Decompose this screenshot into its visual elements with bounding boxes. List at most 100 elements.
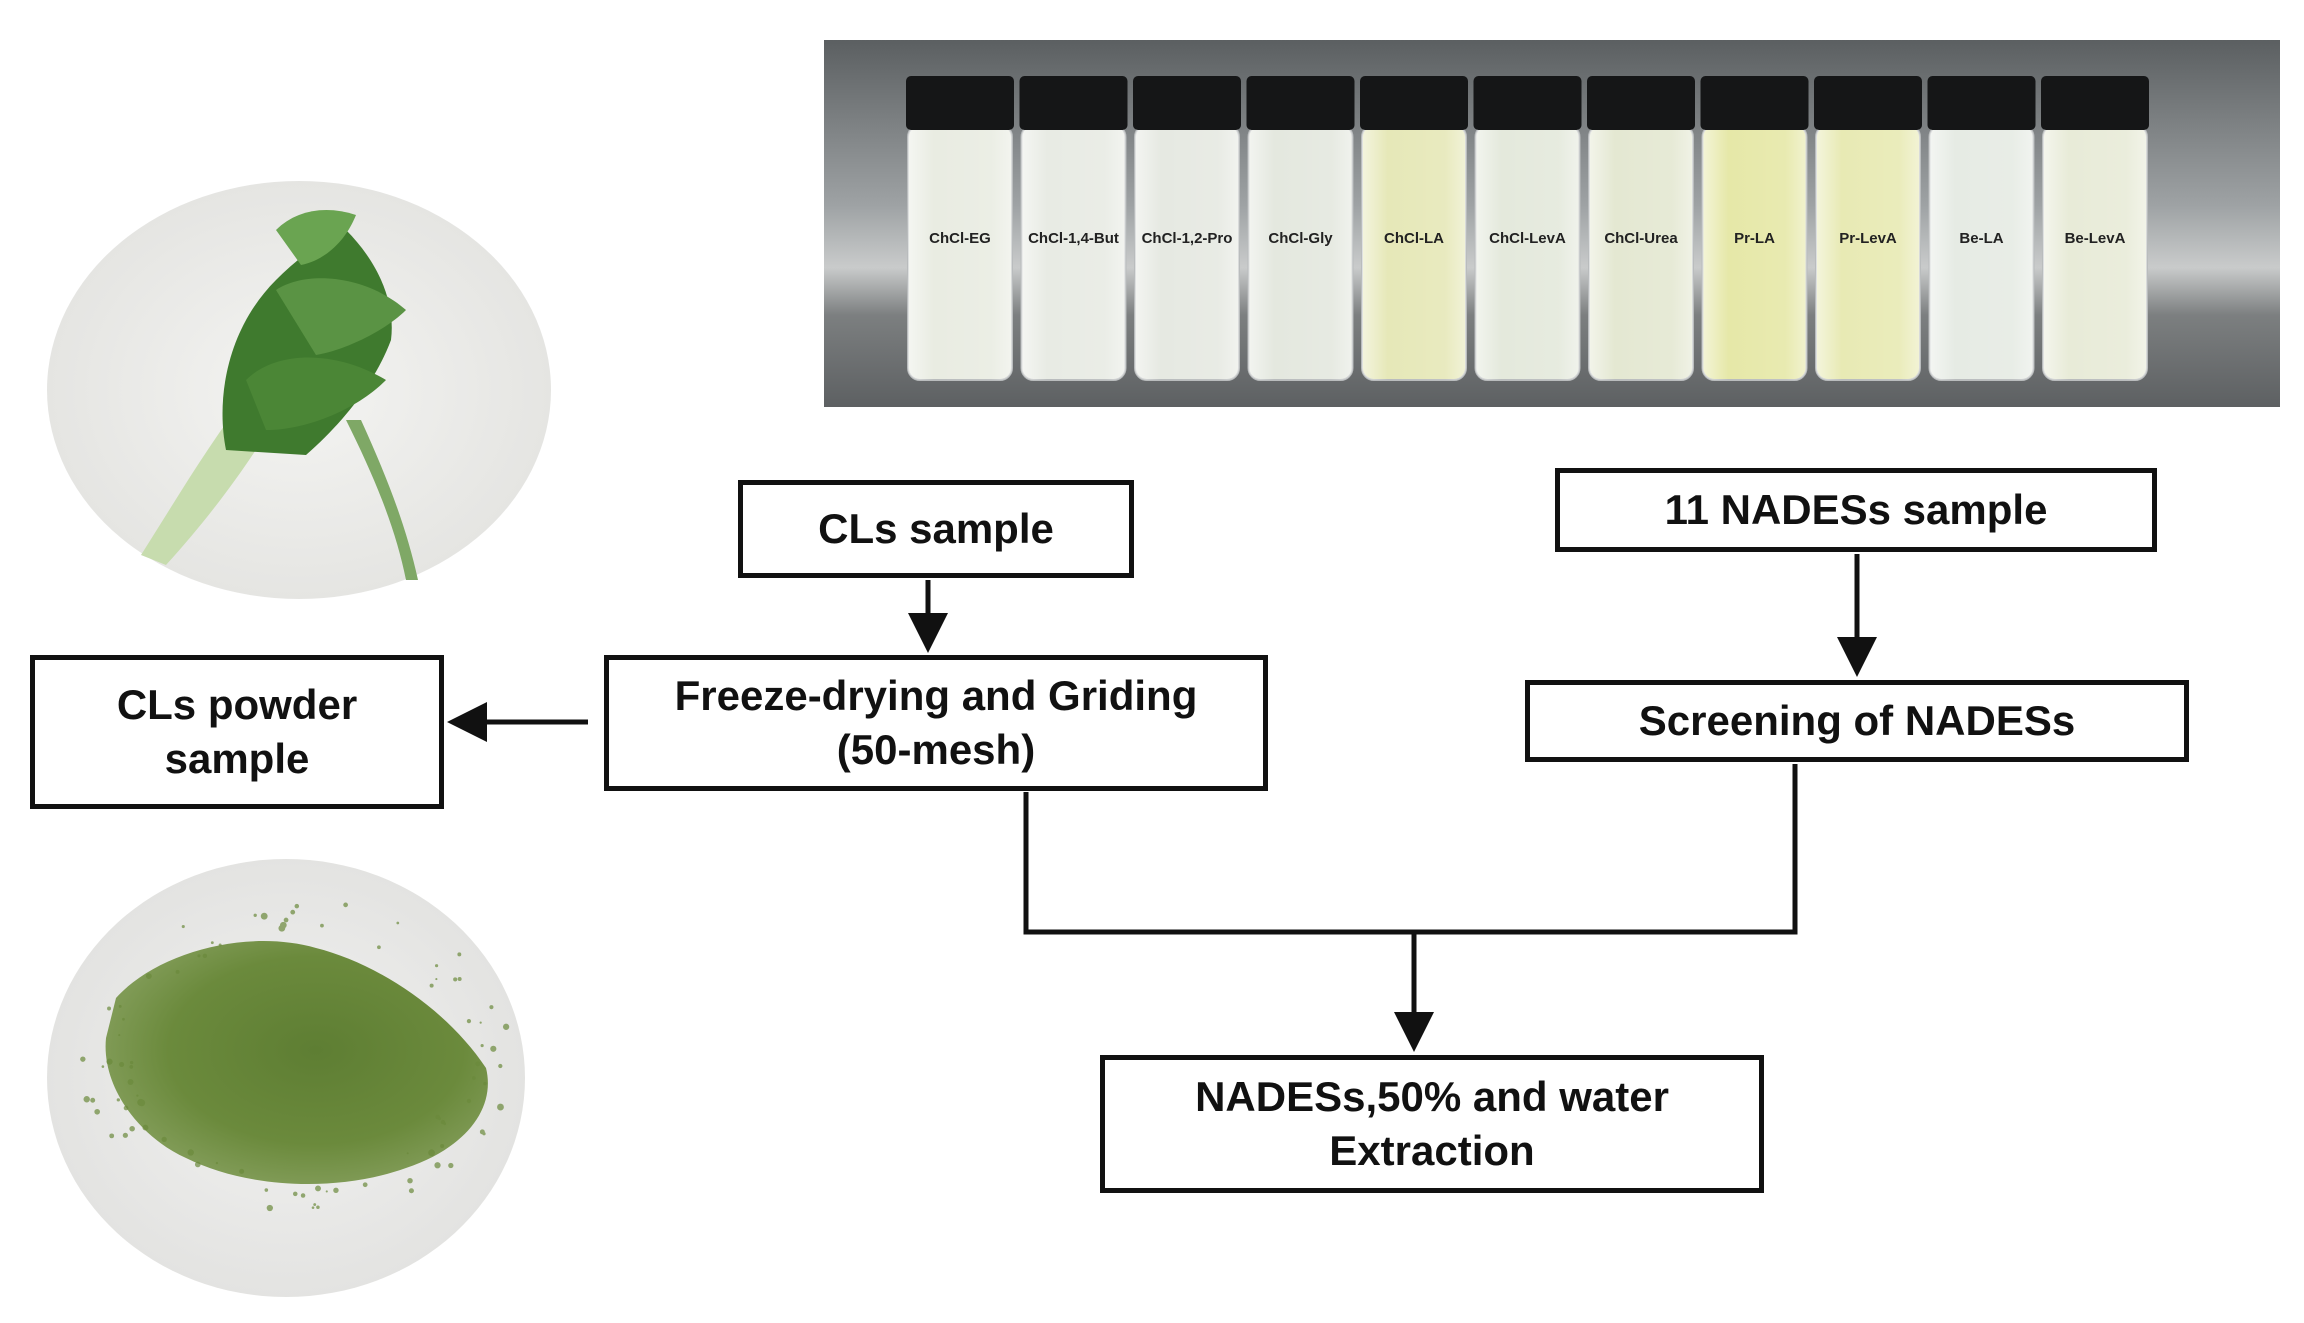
powder-pile [105, 941, 488, 1185]
powder-speck [119, 1061, 125, 1067]
powder-speck [497, 1103, 504, 1111]
vial-glass-highlight [1362, 125, 1466, 380]
powder-speck [407, 1177, 413, 1184]
powder-speck [448, 1162, 454, 1169]
powder-speck [435, 978, 438, 981]
powder-speck [94, 1108, 100, 1115]
vial-cap [1360, 76, 1468, 130]
freeze-drying-label-line2: (50-mesh) [836, 726, 1036, 773]
screening-label: Screening of NADESs [1638, 697, 2076, 745]
powder-speck [408, 1188, 414, 1194]
powder-speck [106, 1058, 113, 1065]
powder-speck [290, 909, 296, 915]
powder-speck [343, 902, 348, 908]
vial: Pr-LA [1700, 76, 1809, 381]
powder-speck [482, 1132, 486, 1136]
powder-speck [466, 1098, 472, 1104]
extraction-label-line1: NADESs,50% and water [1195, 1073, 1669, 1121]
powder-speck [434, 1162, 441, 1169]
powder-speck [138, 1099, 146, 1107]
vial-label: Be-LA [1959, 230, 2003, 247]
powder-speck [253, 913, 257, 917]
powder-speck [438, 1117, 441, 1121]
vial-glass-highlight [1021, 125, 1126, 380]
powder-speck [202, 953, 208, 959]
powder-speck [80, 1056, 86, 1062]
vial-glass-highlight [1589, 125, 1693, 380]
powder-speck [109, 1133, 115, 1139]
powder-speck [443, 1122, 447, 1126]
powder-speck [129, 1060, 134, 1065]
powder-speck [161, 1136, 167, 1143]
vial-label: ChCl-LA [1384, 230, 1444, 247]
connector-screening-branch [1414, 764, 1798, 935]
powder-speck [260, 912, 268, 920]
vial-label: Pr-LevA [1839, 230, 1897, 247]
freeze-drying-label-line1: Freeze-drying and Griding [674, 672, 1198, 720]
vial-glass-highlight [1135, 125, 1239, 380]
powder-speck [493, 1047, 497, 1051]
powder-speck [362, 1182, 368, 1188]
powder-speck [480, 1043, 484, 1048]
extraction-label-line2: Extraction [1329, 1127, 1535, 1174]
powder-speck [294, 903, 300, 909]
vial-cap [1927, 76, 2036, 130]
vial-cap [1019, 76, 1128, 130]
powder-speck [315, 1185, 321, 1192]
powder-speck [197, 954, 201, 958]
vial-cap [906, 76, 1014, 130]
vial-cap [1246, 76, 1355, 130]
vial-label: Pr-LA [1734, 230, 1775, 247]
powder-speck [471, 1076, 476, 1080]
powder-speck [325, 1190, 328, 1193]
cls-powder-label-line2: sample [164, 735, 310, 782]
powder-speck [187, 1149, 194, 1156]
powder-speck [377, 945, 381, 950]
vial: ChCl-1,4-But [1019, 76, 1128, 381]
powder-speck [434, 964, 439, 968]
vial: ChCl-EG [906, 76, 1014, 381]
powder-speck [333, 1187, 339, 1194]
leaf-shape [141, 210, 418, 580]
powder-speck [118, 1034, 121, 1037]
vial-cap [1587, 76, 1695, 130]
vial-label: Be-LevA [2065, 230, 2126, 247]
powder-speck [313, 1203, 317, 1206]
powder-speck [457, 977, 462, 981]
vial: Pr-LevA [1814, 76, 1922, 381]
powder-speck [136, 1094, 139, 1097]
vial-label: ChCl-Gly [1268, 230, 1333, 247]
vial-cap [1473, 76, 1582, 130]
powder-speck [210, 941, 214, 945]
cls-powder-sample-box: CLs powder sample [30, 655, 444, 809]
nadess-sample-label: 11 NADESs sample [1664, 486, 2048, 534]
powder-speck [283, 917, 289, 923]
vial-cap [1133, 76, 1241, 130]
powder-speck [239, 1168, 245, 1174]
powder-speck [396, 921, 400, 925]
powder-speck [498, 1063, 503, 1069]
powder-speck [406, 1152, 409, 1155]
powder-speck [311, 1206, 315, 1210]
powder-speck [107, 1006, 112, 1011]
powder-speck [453, 977, 458, 982]
powder-speck [266, 1204, 273, 1212]
vial-label: ChCl-LevA [1489, 230, 1566, 247]
powder-speck [129, 1065, 134, 1069]
powder-speck [218, 943, 222, 947]
vial-glass-highlight [2043, 125, 2147, 380]
vial-cap [2041, 76, 2149, 130]
powder-speck [181, 924, 185, 929]
powder-speck [129, 1125, 135, 1132]
chicory-leaf-photo [47, 181, 551, 599]
cls-powder-label-line1: CLs powder [116, 681, 358, 729]
vial-cap [1700, 76, 1809, 130]
cls-sample-label: CLs sample [818, 505, 1054, 553]
vial-label: ChCl-Urea [1604, 230, 1678, 247]
powder-speck [215, 1161, 219, 1165]
powder-speck [175, 969, 180, 974]
powder-speck [483, 1081, 487, 1086]
freeze-drying-box: Freeze-drying and Griding (50-mesh) [604, 655, 1268, 791]
vial: ChCl-Gly [1246, 76, 1355, 381]
